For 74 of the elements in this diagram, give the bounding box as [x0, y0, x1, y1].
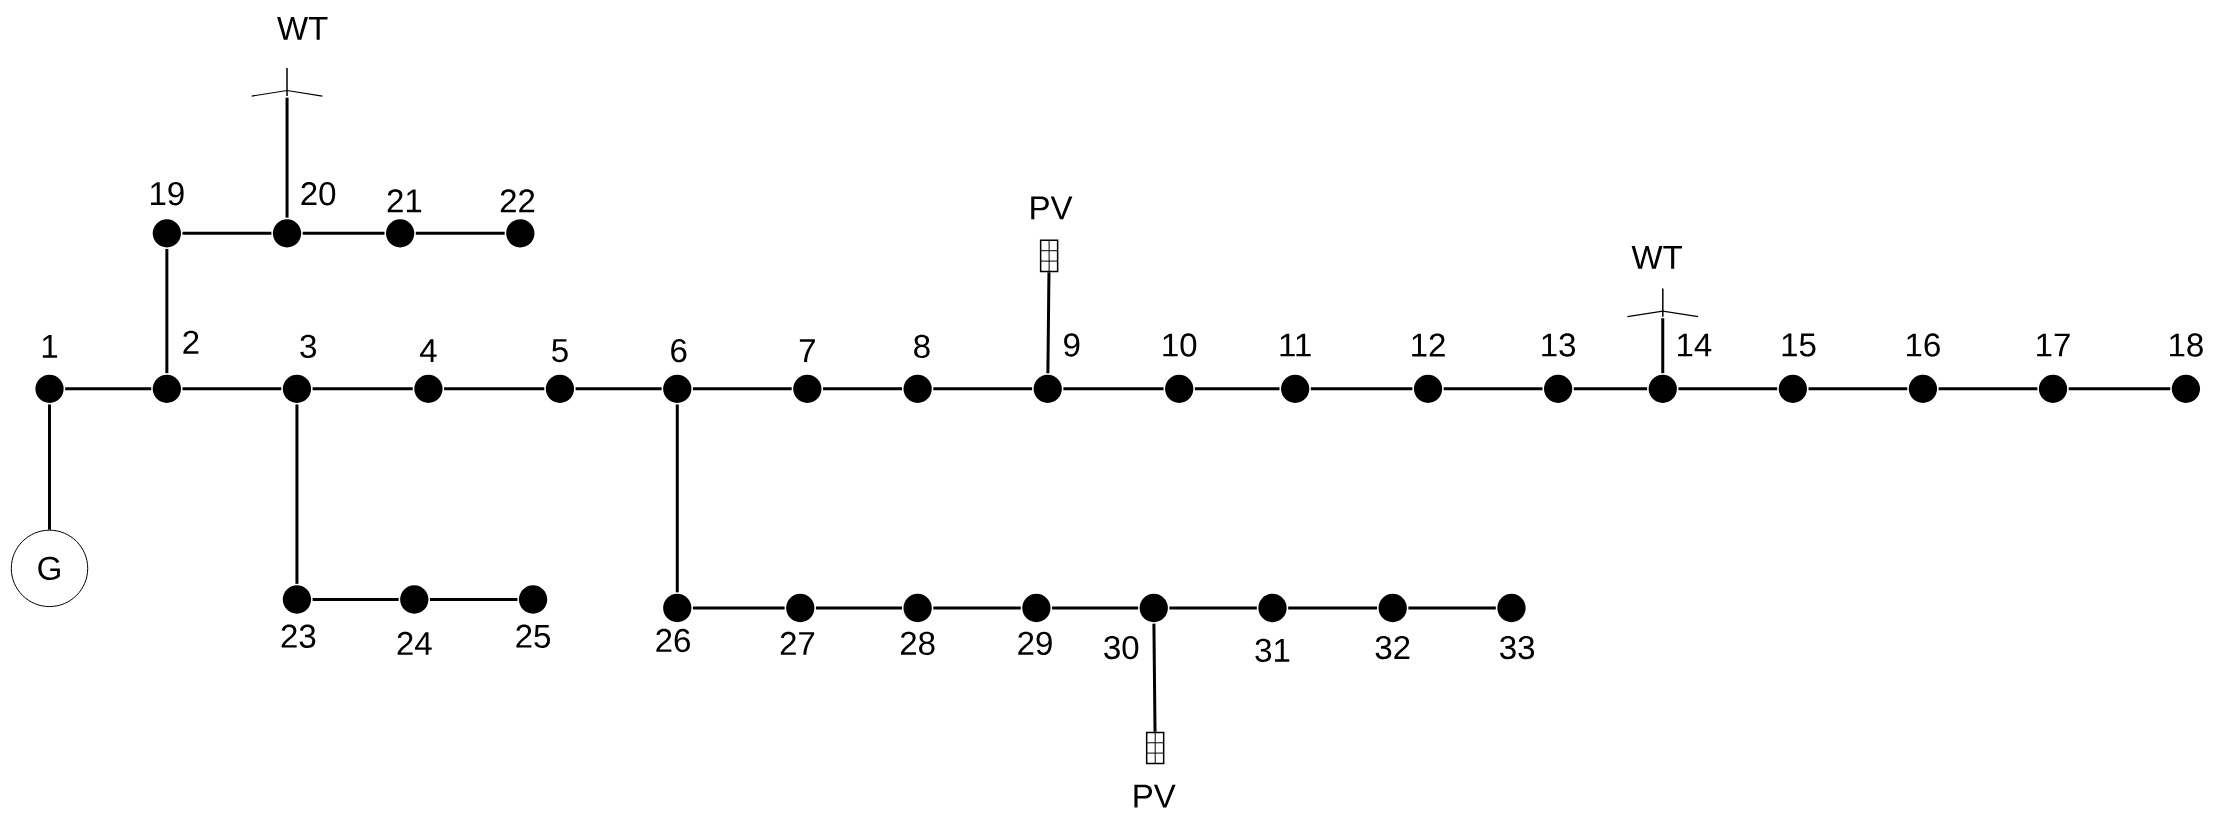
bus-number: 4 [420, 339, 437, 362]
bus-number: 5 [552, 339, 568, 363]
source-label: PV [1031, 196, 1073, 220]
line [692, 606, 785, 610]
line [285, 97, 289, 218]
bus-number: 29 [1018, 631, 1052, 655]
line [1808, 387, 1908, 391]
line [1310, 387, 1413, 391]
line [302, 231, 385, 235]
bus-number: 23 [281, 624, 316, 648]
line [312, 387, 413, 391]
line [165, 248, 169, 374]
bus-number: 26 [656, 628, 690, 653]
line [1443, 387, 1543, 391]
line [1052, 606, 1139, 610]
bus-number: 7 [799, 339, 815, 362]
line [575, 387, 662, 391]
bus-number: 22 [500, 189, 535, 213]
line [65, 387, 152, 391]
bus-number: 9 [1064, 333, 1080, 357]
bus-number: 6 [671, 338, 687, 363]
bus-number: 16 [1907, 333, 1940, 357]
bus-number: 14 [1678, 333, 1712, 357]
bus-number: 24 [397, 631, 432, 655]
bus-number: 33 [1500, 635, 1535, 660]
bus-number: 10 [1163, 333, 1197, 357]
bus-number: 17 [2037, 333, 2070, 357]
line [1408, 606, 1496, 610]
bus-number: 31 [1255, 638, 1290, 663]
bus-number: 8 [914, 334, 930, 359]
line [933, 387, 1033, 391]
line [415, 231, 505, 235]
line [815, 606, 902, 610]
line [1063, 387, 1164, 391]
bus-number: 30 [1104, 635, 1139, 660]
line [312, 598, 399, 601]
bus-number: 11 [1280, 333, 1311, 357]
line [1194, 387, 1280, 391]
line [1678, 387, 1778, 391]
bus-number: 21 [387, 189, 422, 213]
line [1169, 606, 1257, 610]
line [429, 598, 518, 601]
line [1288, 606, 1378, 610]
line [2068, 387, 2171, 391]
line [444, 387, 545, 391]
line [1573, 387, 1648, 391]
line [295, 404, 299, 584]
bus-number: 12 [1412, 333, 1445, 357]
line [182, 387, 282, 391]
source-label: PV [1134, 784, 1176, 808]
line [823, 387, 902, 391]
line [675, 404, 679, 593]
bus-number: 15 [1782, 333, 1816, 357]
line [48, 404, 51, 530]
line [1938, 387, 2038, 391]
bus-number: 20 [301, 182, 336, 206]
bus-number: 27 [780, 631, 815, 655]
bus-number: 19 [151, 182, 184, 206]
bus-number: 25 [516, 624, 550, 648]
line [1661, 318, 1665, 374]
line [692, 387, 792, 391]
bus-number: 32 [1375, 635, 1410, 660]
line [1152, 623, 1157, 732]
line [933, 606, 1021, 610]
bus-number: 3 [300, 334, 316, 359]
bus-number: 1 [42, 335, 58, 358]
source-label: WT [277, 16, 328, 40]
source-label: WT [1631, 245, 1682, 269]
line [1046, 272, 1051, 374]
bus-number: 18 [2170, 333, 2203, 357]
bus-number: 13 [1542, 333, 1576, 357]
line [182, 231, 272, 235]
bus-number: 28 [900, 631, 935, 655]
bus-number: 2 [183, 330, 199, 354]
